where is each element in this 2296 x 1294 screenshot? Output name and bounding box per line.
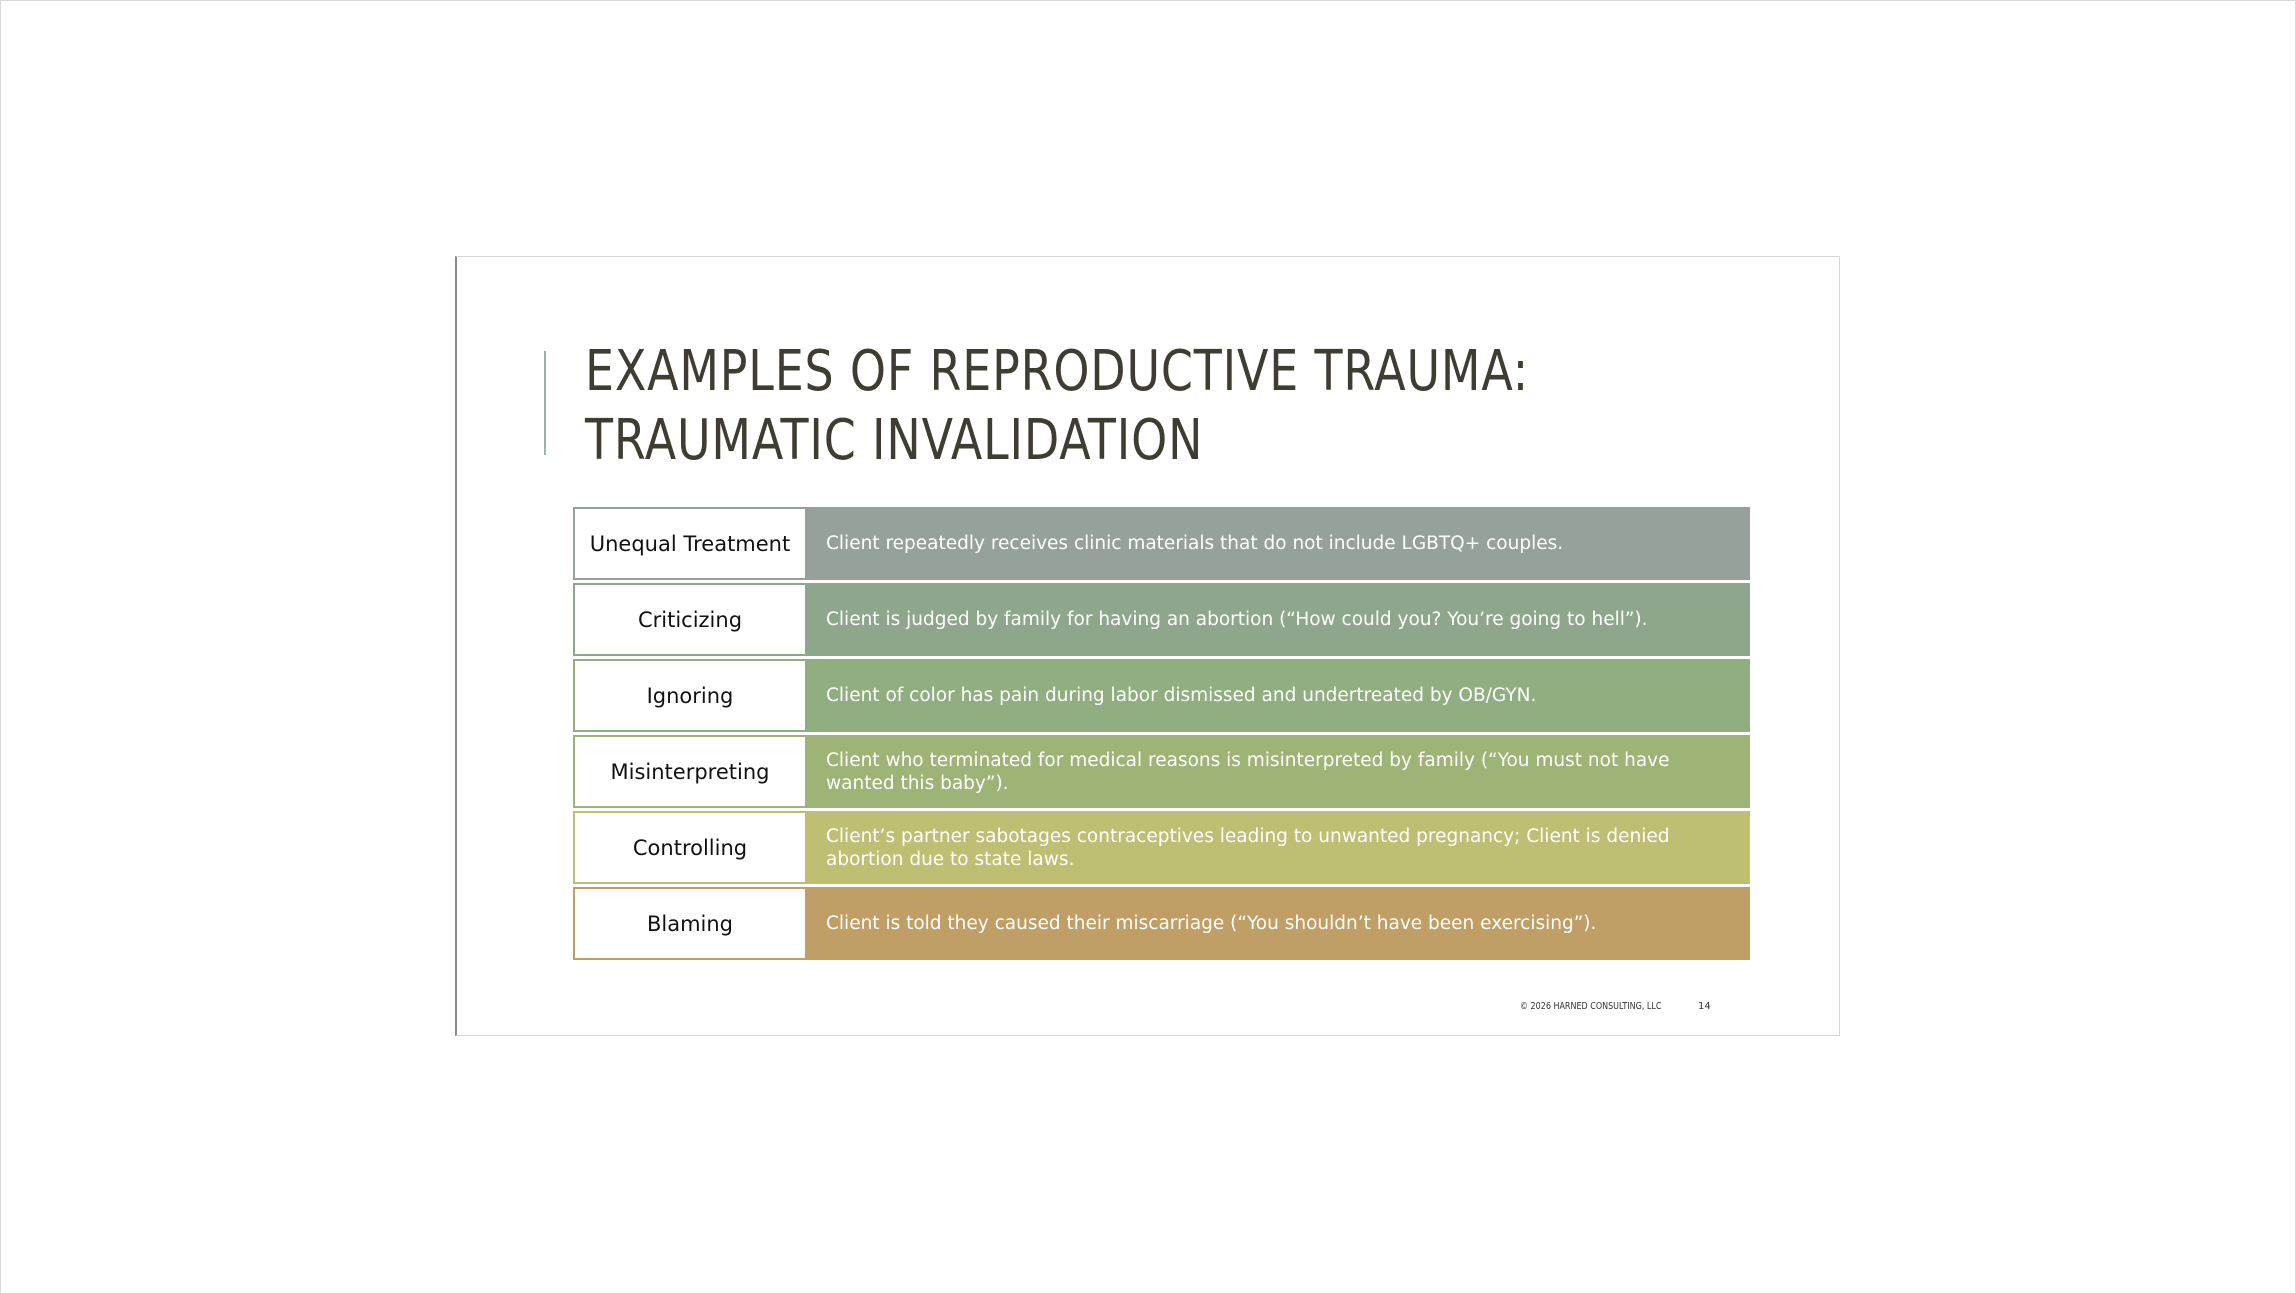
category-cell: Ignoring <box>573 659 807 732</box>
footer-copyright: © 2026 HARNED CONSULTING, LLC <box>1520 1001 1662 1012</box>
table-row: Misinterpreting Client who terminated fo… <box>573 735 1750 808</box>
description-cell: Client is judged by family for having an… <box>807 583 1750 656</box>
description-cell: Client is told they caused their miscarr… <box>807 887 1750 960</box>
table-row: Unequal Treatment Client repeatedly rece… <box>573 507 1750 580</box>
invalidation-table: Unequal Treatment Client repeatedly rece… <box>573 507 1750 960</box>
category-cell: Criticizing <box>573 583 807 656</box>
description-cell: Client who terminated for medical reason… <box>807 735 1750 808</box>
table-row: Blaming Client is told they caused their… <box>573 887 1750 960</box>
slide-title: Examples of Reproductive Trauma: Traumat… <box>585 337 1529 475</box>
table-row: Criticizing Client is judged by family f… <box>573 583 1750 656</box>
slide: Examples of Reproductive Trauma: Traumat… <box>455 256 1840 1036</box>
table-row: Controlling Client’s partner sabotages c… <box>573 811 1750 884</box>
title-accent-bar <box>544 351 546 455</box>
slide-title-line-1: Examples of Reproductive Trauma: <box>585 339 1530 404</box>
category-cell: Controlling <box>573 811 807 884</box>
category-cell: Misinterpreting <box>573 735 807 808</box>
slide-title-line-2: Traumatic Invalidation <box>585 408 1204 473</box>
category-cell: Unequal Treatment <box>573 507 807 580</box>
category-cell: Blaming <box>573 887 807 960</box>
description-cell: Client’s partner sabotages contraceptive… <box>807 811 1750 884</box>
description-cell: Client repeatedly receives clinic materi… <box>807 507 1750 580</box>
table-row: Ignoring Client of color has pain during… <box>573 659 1750 732</box>
slide-number: 14 <box>1698 1001 1711 1012</box>
description-cell: Client of color has pain during labor di… <box>807 659 1750 732</box>
